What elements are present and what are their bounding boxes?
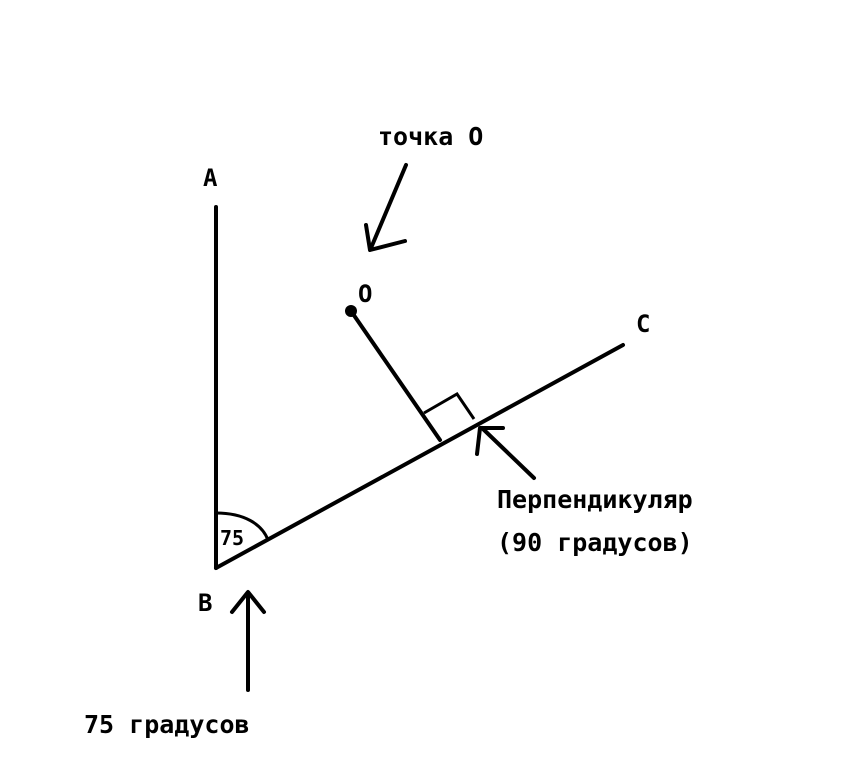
caption-perpendicular-line1: Перпендикуляр	[497, 485, 693, 514]
ray-bc	[214, 343, 625, 570]
angle-arc-b	[215, 511, 270, 541]
perpendicular-segment	[349, 309, 442, 442]
label-point-c: C	[636, 310, 650, 338]
arrow-to-angle-b	[230, 590, 266, 692]
label-angle-value: 75	[220, 526, 244, 550]
point-o-dot	[345, 305, 357, 317]
arrow-to-perpendicular	[475, 426, 536, 480]
label-point-b: B	[198, 589, 212, 617]
label-point-a: A	[203, 164, 218, 192]
caption-angle: 75 градусов	[84, 710, 250, 739]
arrow-to-point-o	[364, 163, 408, 252]
caption-point-o: точка О	[378, 122, 483, 151]
label-point-o: O	[358, 280, 372, 308]
caption-perpendicular-line2: (90 градусов)	[497, 528, 693, 557]
right-angle-marker	[423, 392, 476, 420]
